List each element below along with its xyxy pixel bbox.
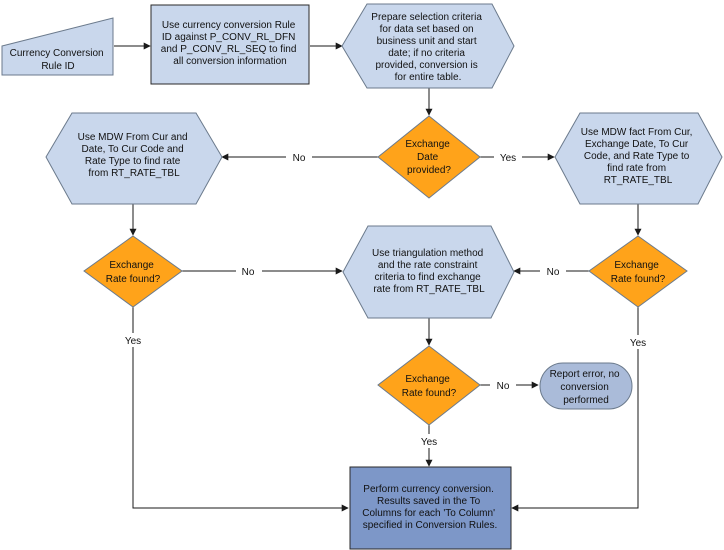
decision-right-text: Exchange Rate found?: [611, 260, 666, 285]
prepare-criteria-line-5: provided, conversion is: [375, 60, 477, 71]
label-bg-left-no: [236, 264, 262, 278]
left-hexagon-text: Use MDW From Cur and Date, To Cur Code a…: [78, 132, 191, 179]
prepare-criteria-text: Prepare selection criteria for data set …: [371, 12, 484, 83]
right-hexagon-line-5: RT_RATE_TBL: [604, 175, 673, 186]
report-error-line-2: conversion: [560, 382, 608, 393]
triangulation-line-3: criteria to find exchange: [375, 272, 482, 283]
edge-label-date-no: No: [293, 153, 306, 164]
process-find-info-text: Use currency conversion Rule ID against …: [161, 20, 299, 67]
decision-date-line-1: Exchange: [405, 139, 450, 150]
right-hexagon-line-1: Use MDW fact From Cur,: [581, 127, 693, 138]
manual-input-line-1: Currency Conversion: [10, 48, 104, 59]
decision-date-text: Exchange Date provided?: [405, 139, 452, 176]
decision-right-diamond: [588, 235, 688, 308]
prepare-criteria-hexagon: [341, 3, 515, 89]
label-bg-date-no: [286, 150, 312, 164]
prepare-criteria-line-1: Prepare selection criteria: [371, 12, 482, 23]
triangulation-text: Use triangulation method and the rate co…: [372, 248, 486, 295]
left-hexagon-line-1: Use MDW From Cur and: [78, 132, 188, 143]
perform-conversion-line-3: Columns for each 'To Column': [362, 508, 495, 519]
label-bg-mid-yes: [415, 434, 443, 448]
decision-date-line-3: provided?: [407, 165, 451, 176]
prepare-criteria-line-2: for data set based on: [380, 24, 474, 35]
process-find-info-box: [150, 4, 310, 85]
perform-conversion-text: Perform currency conversion. Results sav…: [362, 484, 498, 531]
manual-input-line-2: Rule ID: [41, 61, 74, 72]
decision-left-diamond: [83, 235, 183, 308]
decision-mid-text: Exchange Rate found?: [402, 374, 457, 399]
label-bg-date-yes: [494, 150, 522, 164]
edge-label-right-yes: Yes: [630, 338, 646, 349]
triangulation-line-4: rate from RT_RATE_TBL: [373, 284, 485, 295]
process-find-info-line-2: ID against P_CONV_RL_DFN: [162, 32, 295, 43]
left-hexagon-line-3: Rate Type to find rate: [85, 156, 181, 167]
report-error-text: Report error, no conversion performed: [550, 369, 623, 406]
right-hexagon-line-4: find rate from: [607, 163, 666, 174]
process-find-info-line-4: all conversion information: [173, 56, 286, 67]
perform-conversion-line-1: Perform currency conversion.: [363, 484, 494, 495]
label-bg-mid-no: [490, 378, 516, 392]
label-bg-left-yes: [119, 333, 147, 347]
decision-right-line-1: Exchange: [614, 260, 659, 271]
perform-conversion-line-4: specified in Conversion Rules.: [363, 520, 498, 531]
report-error-terminator: [539, 362, 633, 410]
left-hexagon-line-2: Date, To Cur Code and: [82, 144, 184, 155]
label-bg-right-no: [540, 264, 566, 278]
triangulation-line-2: and the rate constraint: [378, 260, 478, 271]
edge-label-right-no: No: [547, 267, 560, 278]
prepare-criteria-line-6: for entire table.: [395, 72, 462, 83]
right-hexagon: [554, 112, 723, 205]
prepare-criteria-line-4: date; if no criteria: [388, 48, 465, 59]
triangulation-line-1: Use triangulation method: [372, 248, 483, 259]
decision-date-line-2: Date: [417, 152, 439, 163]
edge-label-mid-yes: Yes: [421, 437, 437, 448]
edge-label-left-yes: Yes: [125, 336, 141, 347]
left-hexagon-line-4: from RT_RATE_TBL: [88, 168, 180, 179]
process-find-info-line-1: Use currency conversion Rule: [162, 20, 296, 31]
decision-mid-line-2: Rate found?: [402, 388, 457, 399]
right-hexagon-line-2: Exchange Date, To Cur: [585, 139, 689, 150]
right-hexagon-text: Use MDW fact From Cur, Exchange Date, To…: [581, 127, 695, 186]
decision-left-line-2: Rate found?: [106, 274, 161, 285]
process-find-info-line-3: and P_CONV_RL_SEQ to find: [161, 44, 297, 55]
edge-left-decision-yes: [132, 307, 349, 512]
label-bg-right-yes: [624, 335, 652, 349]
edge-right-decision-yes: [511, 307, 639, 512]
decision-left-text: Exchange Rate found?: [106, 260, 161, 285]
report-error-line-1: Report error, no: [550, 369, 620, 380]
edge-label-left-no: No: [242, 267, 255, 278]
decision-right-line-2: Rate found?: [611, 274, 666, 285]
manual-input-shape: [1, 17, 114, 76]
manual-input-text: Currency Conversion Rule ID: [10, 48, 107, 72]
left-hexagon: [45, 112, 223, 205]
edge-label-date-yes: Yes: [500, 153, 516, 164]
prepare-criteria-line-3: business unit and start: [377, 36, 477, 47]
report-error-line-3: performed: [563, 395, 609, 406]
decision-left-line-1: Exchange: [109, 260, 154, 271]
perform-conversion-line-2: Results saved in the To: [377, 496, 481, 507]
right-hexagon-line-3: Code, and Rate Type to: [584, 151, 690, 162]
triangulation-hexagon: [342, 225, 515, 319]
perform-conversion-box: [349, 466, 512, 550]
decision-mid-diamond: [377, 345, 481, 426]
decision-mid-line-1: Exchange: [405, 374, 450, 385]
decision-date-diamond: [377, 115, 481, 199]
edge-label-mid-no: No: [497, 381, 510, 392]
